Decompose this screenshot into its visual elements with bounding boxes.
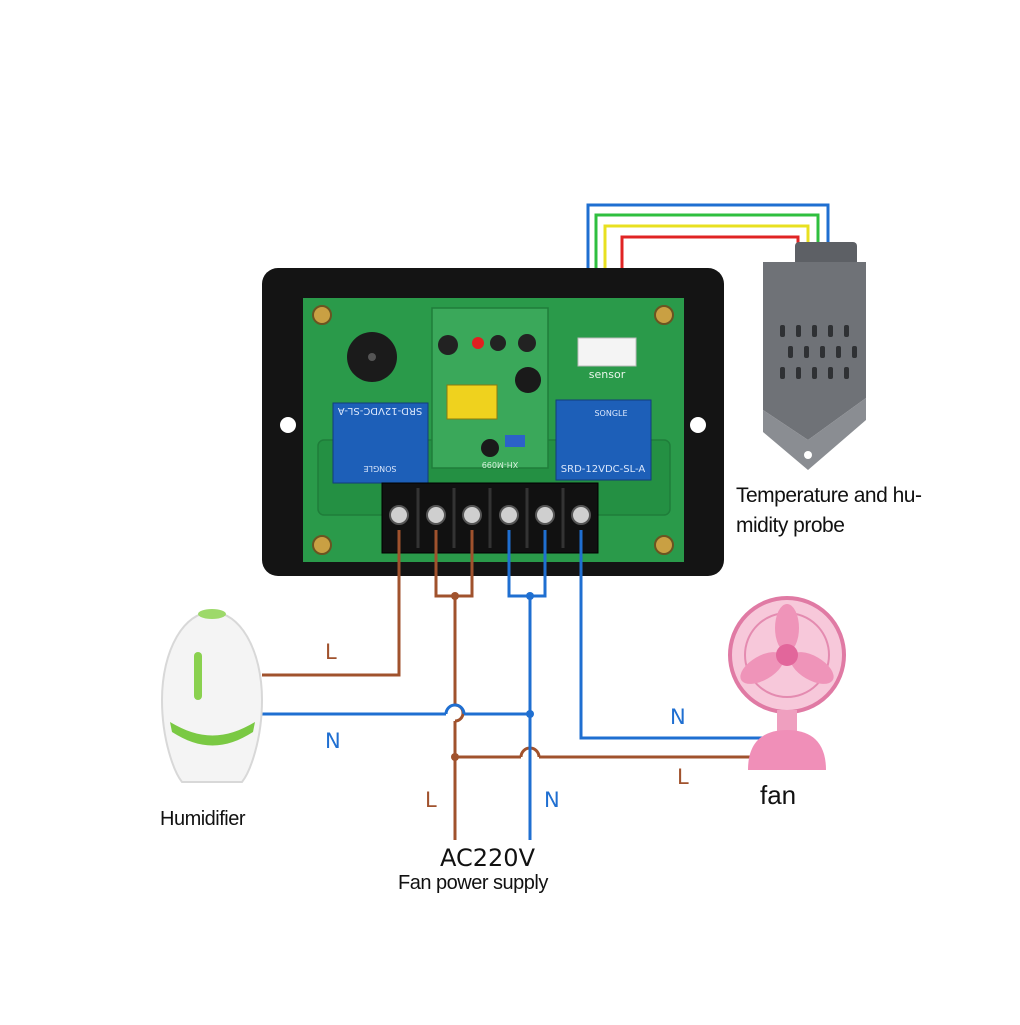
sensor-label: sensor: [589, 368, 626, 381]
relay-left: [332, 402, 429, 484]
probe-cap: [795, 242, 857, 268]
terminal-screw-icon: [462, 505, 482, 525]
humidifier-label: Humidifier: [160, 808, 246, 830]
terminal-screw-icon: [389, 505, 409, 525]
fan-device: [728, 596, 846, 770]
capacitor-icon: [481, 439, 499, 457]
supply-neutral-label: N: [544, 788, 560, 812]
fan-hub: [776, 644, 798, 666]
buzzer-hole: [368, 353, 376, 361]
relay-right-model: SRD-12VDC-SL-A: [561, 464, 646, 475]
humidifier-device: [160, 609, 264, 783]
humidifier-body: [160, 610, 264, 783]
supply-name-label: Fan power supply: [398, 872, 548, 894]
capacitor-icon: [518, 334, 536, 352]
sensor-connector: [577, 337, 637, 367]
fan-neck: [777, 710, 797, 732]
fan-label: fan: [760, 780, 797, 810]
screw-icon: [654, 535, 674, 555]
supply-live-label: L: [425, 788, 437, 812]
screw-icon: [654, 305, 674, 325]
fan-blades: [740, 604, 834, 684]
transformer-icon: [446, 384, 498, 420]
pcb-screws: [312, 305, 674, 555]
capacitor-icon: [438, 335, 458, 355]
humidifier-band: [170, 722, 255, 746]
probe-body: [763, 262, 866, 440]
junction-dot: [526, 710, 534, 718]
junction-dot: [451, 592, 459, 600]
junction-dot: [526, 592, 534, 600]
fan-neutral-label: N: [670, 705, 686, 729]
mount-hole-right: [690, 417, 706, 433]
probe-label-line2: midity probe: [736, 514, 845, 537]
relay-right: [555, 399, 652, 481]
chip-icon: [505, 435, 525, 447]
terminal-screw-icon: [499, 505, 519, 525]
humidifier-neutral-label: N: [325, 729, 341, 753]
capacitor-icon: [490, 335, 506, 351]
fan-base: [748, 730, 826, 770]
terminal-screws: [389, 505, 591, 525]
relay-left-brand: SONGLE: [363, 464, 396, 473]
humidifier-window: [194, 652, 202, 700]
humidifier-live-wire: [262, 530, 401, 677]
humidifier-live-label: L: [325, 640, 337, 664]
board-code: XH-M099: [482, 460, 519, 469]
junction-dot: [451, 753, 459, 761]
fan-live-label: L: [677, 765, 689, 789]
fan-neutral-wire: [579, 530, 770, 740]
probe-vents: [780, 325, 857, 379]
mount-hole-left: [280, 417, 296, 433]
probe-tip: [763, 398, 866, 470]
controller-module: XH-M099 sensor SRD-12VDC-SL-A SONGLE SON…: [262, 268, 724, 576]
humidifier-top: [198, 609, 226, 619]
terminal-screw-icon: [426, 505, 446, 525]
probe-hanging-hole: [804, 451, 812, 459]
terminal-dividers: [416, 488, 565, 548]
relay-left-model: SRD-12VDC-SL-A: [338, 405, 423, 416]
humidity-probe: [763, 242, 866, 470]
relay-right-brand: SONGLE: [594, 409, 627, 418]
screw-icon: [312, 535, 332, 555]
terminal-screw-icon: [571, 505, 591, 525]
terminal-screw-icon: [535, 505, 555, 525]
led-icon: [472, 337, 484, 349]
humidifier-neutral-hop: [444, 703, 466, 715]
probe-label-line1: Temperature and hu-: [736, 484, 922, 507]
supply-voltage-label: AC220V: [440, 844, 535, 872]
capacitor-icon: [515, 367, 541, 393]
junction-dots: [451, 592, 534, 761]
wiring: [262, 530, 770, 840]
screw-icon: [312, 305, 332, 325]
